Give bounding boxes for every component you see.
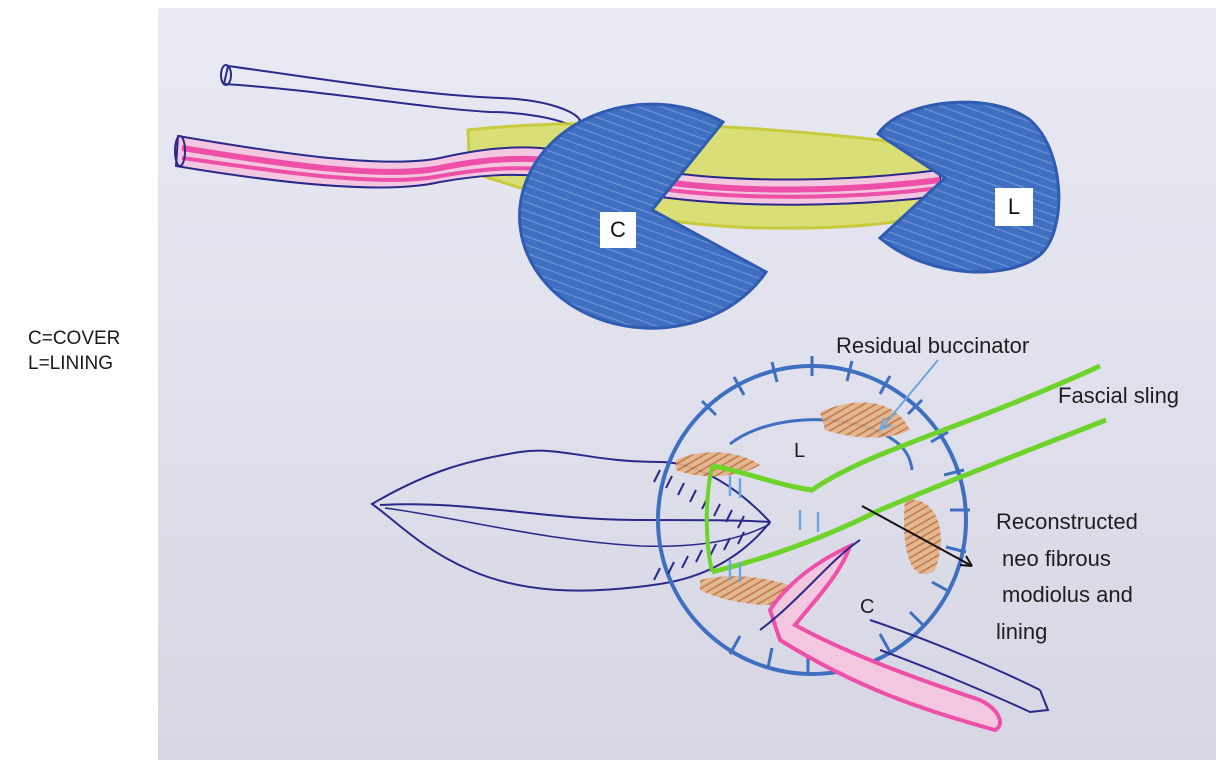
pink-pedicle-bottom — [770, 546, 1000, 730]
buccinator-patch-top — [820, 402, 910, 437]
residual-buccinator-annotation: Residual buccinator — [836, 332, 1029, 359]
top-lining-label: L — [995, 188, 1033, 226]
top-cover-label: C — [600, 212, 636, 248]
bottom-reconstruction-diagram — [372, 356, 1106, 730]
buccinator-patch-right — [904, 500, 941, 575]
lips-inner-line — [385, 508, 770, 546]
modiolus-annotation-line4: lining — [996, 618, 1047, 645]
upper-navy-vessel — [224, 66, 580, 128]
fascial-sling-connector — [707, 466, 712, 572]
lips-parting-line — [380, 504, 770, 522]
fascial-sling-annotation: Fascial sling — [1058, 382, 1179, 409]
modiolus-annotation-line1: Reconstructed — [996, 508, 1138, 535]
modiolus-annotation-line2: neo fibrous — [1002, 545, 1111, 572]
bottom-cover-label: C — [860, 596, 874, 619]
bottom-lining-label: L — [794, 440, 805, 463]
modiolus-annotation-line3: modiolus and — [1002, 581, 1133, 608]
top-flap-diagram — [175, 65, 1059, 328]
